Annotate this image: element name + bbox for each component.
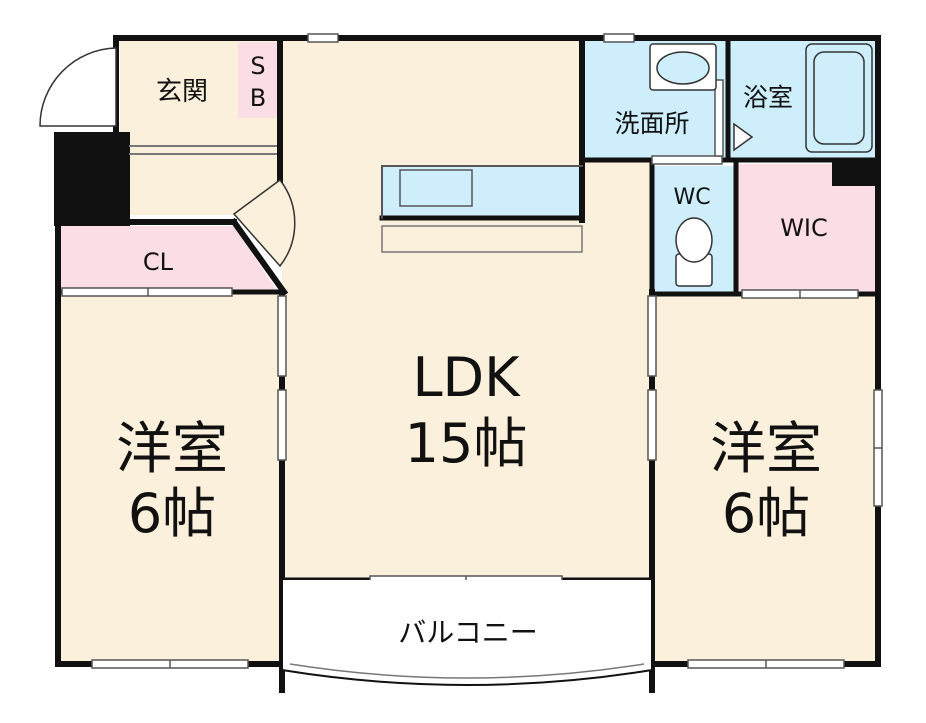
east-room-floor [654, 294, 876, 664]
cl-floor [60, 226, 278, 292]
label-bath: 浴室 [743, 83, 793, 112]
pillar-left [54, 132, 130, 226]
labels: 玄関 S B 洗面所 浴室 WC WIC CL LDK 15帖 洋室 6帖 洋室… [116, 52, 828, 649]
ldk-door [232, 178, 296, 268]
label-washroom: 洗面所 [614, 109, 689, 138]
east-room-door [647, 295, 657, 377]
west-room-floor [60, 292, 280, 662]
label-west-room-size: 6帖 [128, 482, 216, 545]
top-window-2 [603, 33, 635, 43]
label-wc: WC [673, 185, 710, 210]
washroom-door [651, 155, 723, 165]
wash-bowl [656, 51, 710, 85]
west-room-door [277, 295, 287, 377]
floor-fills [60, 40, 876, 664]
label-wic: WIC [780, 214, 828, 242]
label-ldk-size: 15帖 [405, 412, 528, 475]
fixtures [649, 43, 873, 287]
label-cl: CL [143, 248, 174, 276]
label-genkan: 玄関 [156, 77, 208, 107]
pillar-right [832, 160, 878, 186]
sink-basin [399, 169, 473, 207]
label-sb-bottom: B [250, 84, 266, 112]
label-east-room-size: 6帖 [722, 482, 810, 545]
label-sb-top: S [250, 52, 265, 80]
balcony-rail [289, 663, 645, 679]
bath-door-marker [733, 122, 754, 152]
cl-sliding-door [61, 287, 233, 297]
balcony [281, 580, 653, 686]
toilet-bowl [675, 217, 713, 263]
sb-floor [238, 42, 278, 118]
entrance-door [39, 47, 117, 127]
label-west-room-name: 洋室 [116, 417, 228, 482]
washroom-side-door [714, 79, 724, 157]
bathtub-inner [813, 51, 865, 145]
doors [39, 47, 296, 268]
west-room-side-slot [277, 389, 287, 461]
top-window-1 [307, 33, 339, 43]
label-east-room-name: 洋室 [710, 417, 822, 482]
cl-diagonal-wall [229, 217, 289, 297]
label-ldk-name: LDK [412, 346, 521, 409]
kitchen-bar [381, 225, 583, 253]
balcony-outline [281, 580, 653, 686]
east-room-side-slot [647, 389, 657, 461]
label-balcony: バルコニー [398, 616, 537, 649]
